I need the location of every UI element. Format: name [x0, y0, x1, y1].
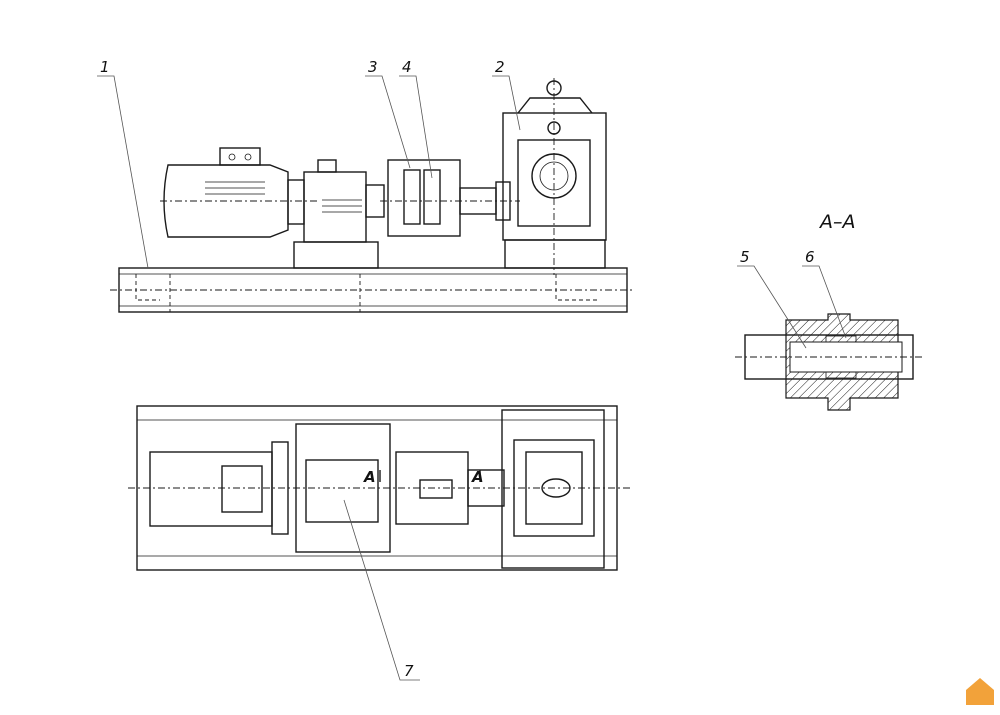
pump	[502, 78, 607, 275]
gear-reducer	[293, 159, 385, 269]
front-view: 1 3 4 2	[97, 58, 635, 313]
cut-marker-left: A	[363, 468, 376, 486]
reducer-top	[295, 423, 391, 553]
leader-lines	[97, 75, 521, 269]
callout-5: 5	[740, 248, 750, 266]
section-title: A–A	[818, 211, 856, 233]
callout-6: 6	[805, 248, 815, 266]
top-view: A A 7	[128, 405, 630, 681]
pump-top	[501, 409, 605, 569]
coupling-assembly	[380, 159, 520, 237]
house-logo-icon	[966, 678, 994, 705]
motor-top	[149, 451, 273, 527]
frame-outline	[136, 405, 618, 571]
callout-4: 4	[402, 58, 412, 76]
callout-7: 7	[404, 662, 414, 680]
electric-motor	[160, 147, 320, 238]
callout-3: 3	[368, 58, 378, 76]
base-frame	[110, 267, 635, 313]
section-a-a: A–A 5 6	[735, 211, 925, 411]
callout-2: 2	[495, 58, 505, 76]
cut-marker-right: A	[471, 468, 484, 486]
callout-1: 1	[100, 58, 110, 76]
